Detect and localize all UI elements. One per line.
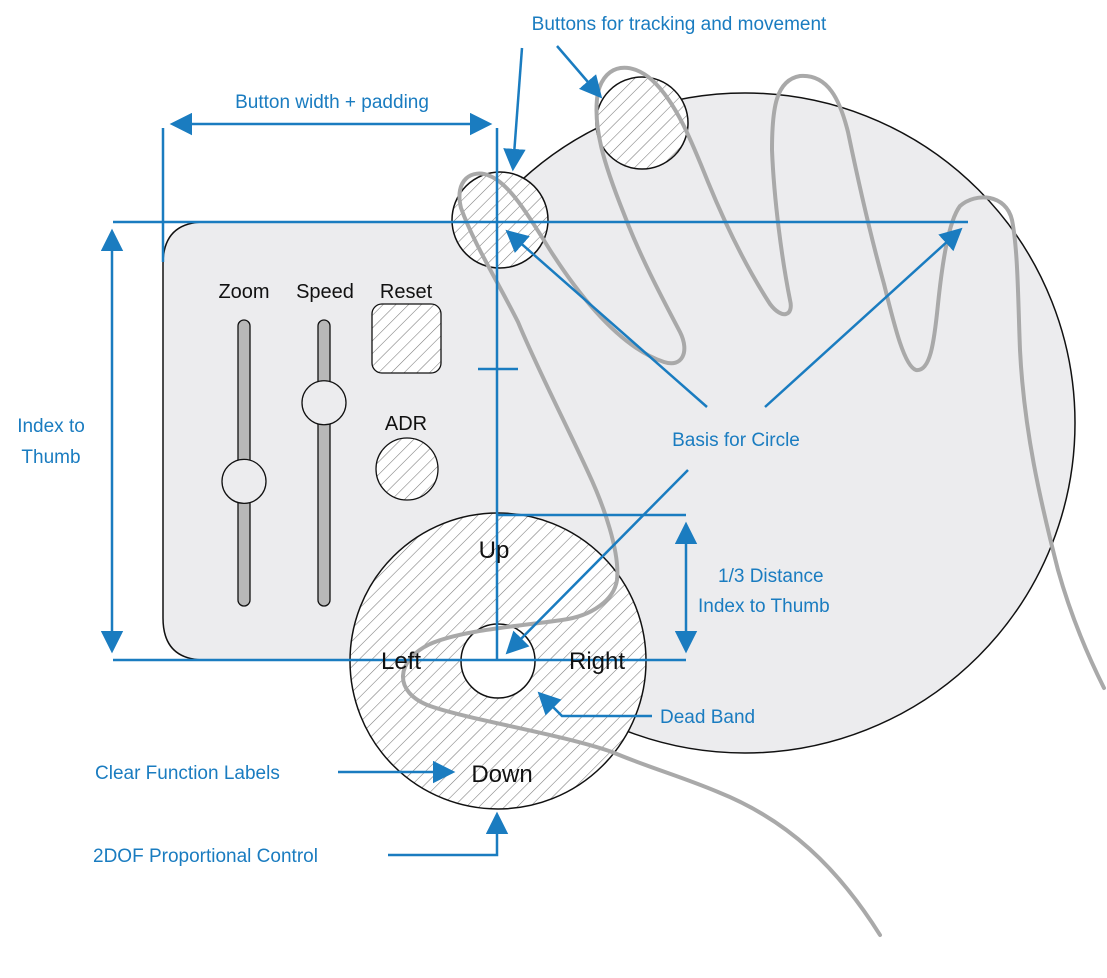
third-distance-annotation-line1: 1/3 Distance: [718, 566, 824, 587]
third-distance-annotation-line2: Index to Thumb: [698, 596, 830, 617]
tracking-arrow-2: [556, 45, 603, 99]
proportional-control-arrow: [388, 811, 509, 857]
dpad-left-label: Left: [381, 648, 421, 675]
index-thumb-annotation-line1: Index to: [17, 416, 85, 437]
buttons-tracking-annotation: Buttons for tracking and movement: [532, 14, 827, 35]
reset-button[interactable]: [371, 303, 442, 374]
dpad-right-label: Right: [569, 648, 625, 675]
basis-circle-annotation: Basis for Circle: [672, 430, 800, 451]
proportional-control-annotation: 2DOF Proportional Control: [93, 846, 318, 867]
zoom-label: Zoom: [218, 281, 269, 303]
index-thumb-annotation-line2: Thumb: [21, 447, 80, 468]
speed-slider-knob[interactable]: [301, 380, 347, 426]
dpad-down-label: Down: [471, 761, 532, 788]
basis-arrow-pinky: [764, 227, 963, 408]
adr-button[interactable]: [375, 437, 439, 501]
speed-label: Speed: [296, 281, 354, 303]
clear-labels-annotation: Clear Function Labels: [95, 763, 280, 784]
speed-slider-track[interactable]: [317, 319, 331, 607]
dead-band-annotation: Dead Band: [660, 707, 755, 728]
adr-label: ADR: [385, 413, 427, 435]
dead-band-arrow: [537, 691, 652, 718]
zoom-slider-knob[interactable]: [221, 458, 267, 504]
button-width-annotation: Button width + padding: [235, 92, 429, 113]
reset-label: Reset: [380, 281, 433, 303]
basis-arrow-index: [505, 229, 708, 408]
basis-arrow-thumb: [505, 469, 689, 655]
dpad-up-label: Up: [479, 537, 510, 564]
tracking-button-middle[interactable]: [595, 76, 689, 170]
tracking-arrow-1: [503, 47, 526, 172]
